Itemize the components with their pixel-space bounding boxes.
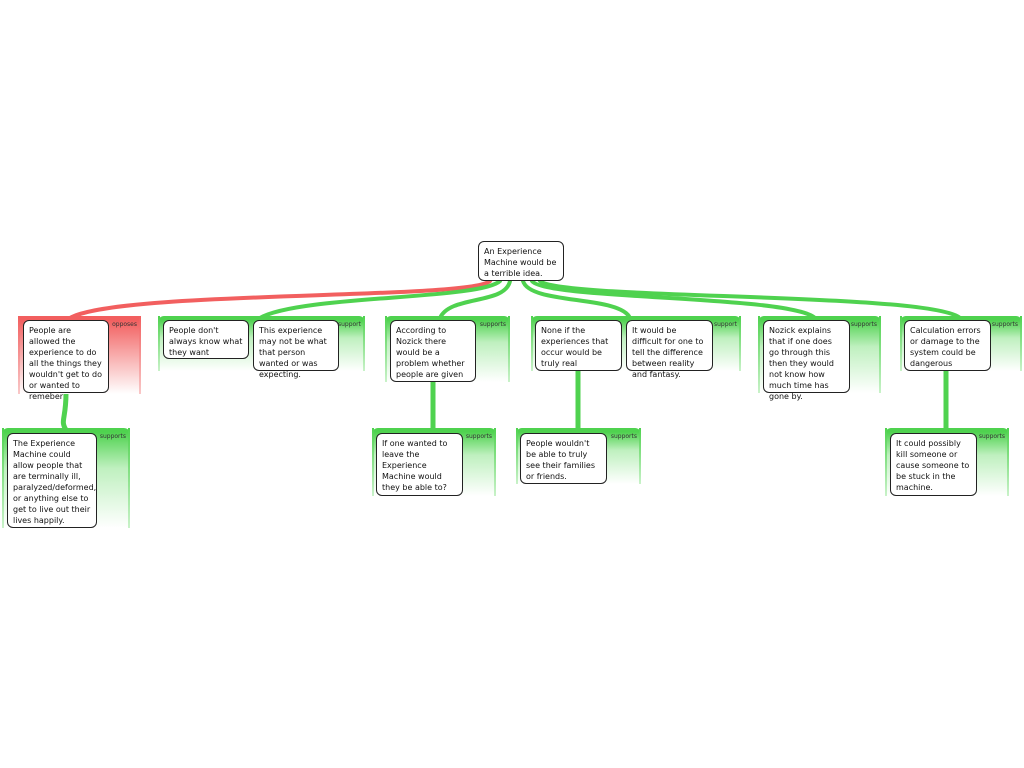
argument-node[interactable]: Calculation errors or damage to the syst…	[904, 320, 991, 371]
argument-node[interactable]: It would be difficult for one to tell th…	[626, 320, 713, 379]
relation-label: supports	[991, 321, 1018, 328]
root-node[interactable]: An Experience Machine would be a terribl…	[478, 241, 564, 281]
link-supports-4	[530, 279, 817, 320]
root-text: An Experience Machine would be a terribl…	[484, 247, 557, 278]
argument-node[interactable]: The Experience Machine could allow peopl…	[7, 433, 97, 528]
relation-label: support	[337, 321, 361, 328]
relation-label: support	[713, 321, 737, 328]
node-text: People don't always know what they want	[169, 326, 243, 357]
argument-node[interactable]: It could possibly kill someone or cause …	[890, 433, 977, 496]
node-text: People wouldn't be able to truly see the…	[526, 439, 596, 481]
node-text: This experience may not be what that per…	[259, 326, 327, 379]
link-support-1	[258, 279, 502, 320]
argument-node[interactable]: None if the experiences that occur would…	[535, 320, 622, 371]
relation-label: supports	[99, 433, 126, 440]
argument-node[interactable]: People don't always know what they want	[163, 320, 249, 359]
argument-node[interactable]: Nozick explains that if one does go thro…	[763, 320, 850, 401]
node-text: It could possibly kill someone or cause …	[896, 439, 970, 492]
node-text: People are allowed the experience to do …	[29, 326, 102, 401]
argument-node[interactable]: This experience may not be what that per…	[253, 320, 339, 379]
link-support-3	[521, 279, 632, 320]
node-text: The Experience Machine could allow peopl…	[13, 439, 97, 525]
node-text: According to Nozick there would be a pro…	[396, 326, 465, 379]
node-text: If one wanted to leave the Experience Ma…	[382, 439, 448, 492]
link-supports-5	[538, 279, 962, 320]
relation-label: supports	[479, 321, 506, 328]
link-child-1	[60, 390, 69, 433]
argument-node[interactable]: If one wanted to leave the Experience Ma…	[376, 433, 463, 496]
node-text: It would be difficult for one to tell th…	[632, 326, 704, 379]
relation-label: supports	[610, 433, 637, 440]
link-supports-2	[438, 279, 512, 320]
node-text: Nozick explains that if one does go thro…	[769, 326, 834, 401]
link-opposes	[68, 279, 492, 320]
node-text: None if the experiences that occur would…	[541, 326, 609, 368]
relation-label: supports	[978, 433, 1005, 440]
relation-label: opposes	[112, 321, 137, 328]
relation-label: supports	[465, 433, 492, 440]
relation-label: supports	[850, 321, 877, 328]
node-text: Calculation errors or damage to the syst…	[910, 326, 981, 368]
argument-node[interactable]: People wouldn't be able to truly see the…	[520, 433, 607, 484]
argument-node[interactable]: According to Nozick there would be a pro…	[390, 320, 476, 382]
argument-node[interactable]: People are allowed the experience to do …	[23, 320, 109, 401]
